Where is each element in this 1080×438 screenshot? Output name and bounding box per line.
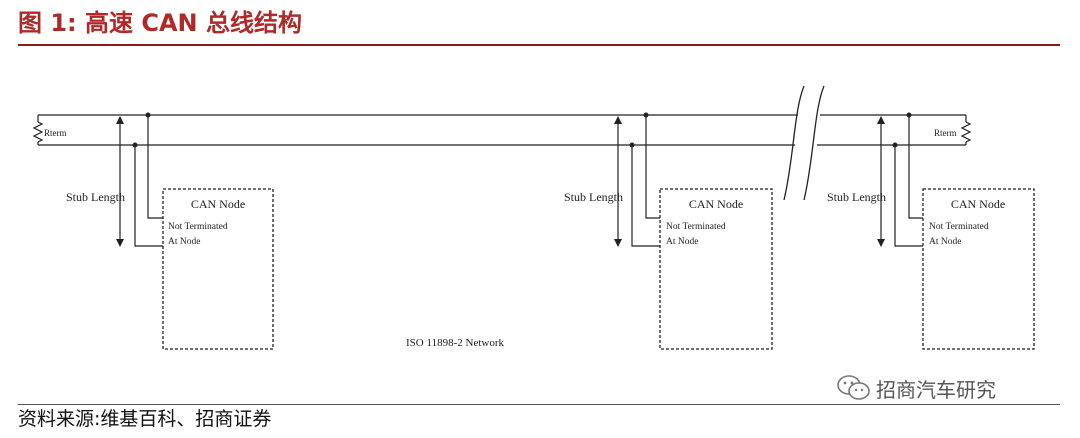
termination-resistor-left xyxy=(32,115,44,145)
can-node-2: Stub Length CAN Node Not Terminated At N… xyxy=(564,112,773,350)
watermark: 招商汽车研究 xyxy=(836,373,996,403)
rterm-label-right: Rterm xyxy=(934,128,957,138)
node-status-line-1: Not Terminated xyxy=(666,222,726,232)
stub-wire-low xyxy=(631,145,660,247)
stub-length-label: Stub Length xyxy=(827,190,886,204)
node-box xyxy=(922,188,1035,350)
node-status-line-2: At Node xyxy=(929,237,961,247)
node-status-line-1: Not Terminated xyxy=(929,222,989,232)
stub-wire-high xyxy=(645,115,660,219)
node-title: CAN Node xyxy=(689,197,743,211)
rterm-label-left: Rterm xyxy=(44,128,67,138)
watermark-text: 招商汽车研究 xyxy=(876,377,996,402)
node-box xyxy=(162,188,274,350)
bus-lines xyxy=(38,114,966,146)
footer-rule xyxy=(18,404,1060,405)
node-title: CAN Node xyxy=(191,197,245,211)
node-status-line-1: Not Terminated xyxy=(168,222,228,232)
node-title: CAN Node xyxy=(951,197,1005,211)
network-label: ISO 11898-2 Network xyxy=(406,337,504,349)
stub-wire-low xyxy=(134,145,163,247)
termination-resistor-right xyxy=(960,115,972,145)
bus-break-symbol xyxy=(783,85,825,201)
stub-wire-low xyxy=(894,145,923,247)
stub-wire-high xyxy=(147,115,163,219)
can-bus-diagram: Rterm Rterm Stub Length CAN Node Not Ter… xyxy=(32,85,1035,350)
node-box xyxy=(659,188,773,350)
stub-length-label: Stub Length xyxy=(564,190,623,204)
source-note: 资料来源:维基百科、招商证券 xyxy=(18,408,272,430)
title-rule xyxy=(18,44,1060,46)
can-node-1: Stub Length CAN Node Not Terminated At N… xyxy=(66,112,274,350)
node-status-line-2: At Node xyxy=(666,237,698,247)
can-node-3: Stub Length CAN Node Not Terminated At N… xyxy=(827,112,1035,350)
node-status-line-2: At Node xyxy=(168,237,200,247)
wechat-icon xyxy=(837,375,870,400)
stub-length-label: Stub Length xyxy=(66,190,125,204)
figure-title: 图 1: 高速 CAN 总线结构 xyxy=(18,9,302,37)
stub-wire-high xyxy=(908,115,923,219)
